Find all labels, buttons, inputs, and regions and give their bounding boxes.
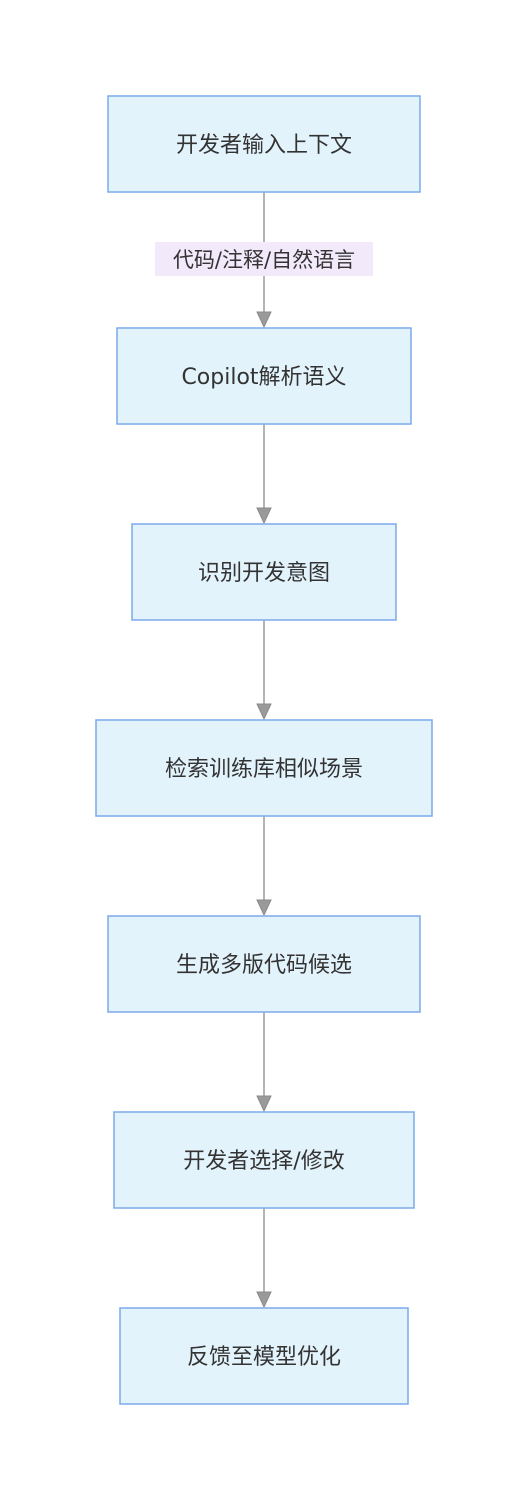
node-feedback-model-optimization[interactable]: 反馈至模型优化 bbox=[119, 1307, 409, 1405]
node-box bbox=[119, 1307, 409, 1405]
edge-label-background bbox=[155, 242, 373, 276]
node-box bbox=[95, 719, 433, 817]
node-label: 开发者选择/修改 bbox=[183, 1149, 344, 1174]
arrow-head-icon bbox=[256, 703, 272, 721]
node-label: 检索训练库相似场景 bbox=[165, 757, 363, 782]
node-label: 反馈至模型优化 bbox=[187, 1345, 341, 1370]
node-box bbox=[107, 95, 421, 193]
edge-n2-n3 bbox=[256, 424, 272, 525]
edge-n1-n2: 代码/注释/自然语言 bbox=[155, 192, 373, 329]
arrow-head-icon bbox=[256, 1095, 272, 1113]
node-search-training-library[interactable]: 检索训练库相似场景 bbox=[95, 719, 433, 817]
node-box bbox=[107, 915, 421, 1013]
edge-n3-n4 bbox=[256, 620, 272, 721]
node-developer-select-modify[interactable]: 开发者选择/修改 bbox=[113, 1111, 415, 1209]
node-generate-code-candidates[interactable]: 生成多版代码候选 bbox=[107, 915, 421, 1013]
arrow-head-icon bbox=[256, 507, 272, 525]
node-copilot-parse-semantics[interactable]: Copilot解析语义 bbox=[116, 327, 412, 425]
node-label: 生成多版代码候选 bbox=[176, 953, 352, 978]
edge-n6-n7 bbox=[256, 1208, 272, 1309]
node-identify-intent[interactable]: 识别开发意图 bbox=[131, 523, 397, 621]
arrow-head-icon bbox=[256, 899, 272, 917]
node-box bbox=[131, 523, 397, 621]
edge-n4-n5 bbox=[256, 816, 272, 917]
node-label: Copilot解析语义 bbox=[181, 365, 346, 390]
node-label: 识别开发意图 bbox=[198, 561, 330, 586]
arrow-head-icon bbox=[256, 1291, 272, 1309]
arrow-head-icon bbox=[256, 311, 272, 329]
node-label: 开发者输入上下文 bbox=[176, 133, 352, 158]
node-box bbox=[113, 1111, 415, 1209]
edge-n5-n6 bbox=[256, 1012, 272, 1113]
node-developer-input-context[interactable]: 开发者输入上下文 bbox=[107, 95, 421, 193]
node-box bbox=[116, 327, 412, 425]
edge-label: 代码/注释/自然语言 bbox=[173, 248, 355, 272]
